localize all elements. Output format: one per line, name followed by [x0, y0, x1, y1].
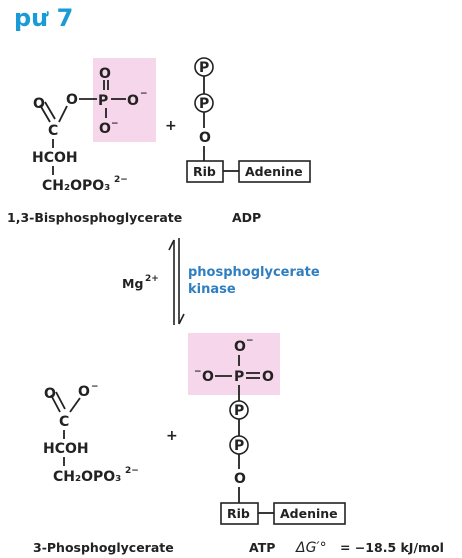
enzyme-name-line2: kinase — [188, 282, 236, 297]
ribose-box-label: Rib — [193, 164, 216, 179]
charge-minus: − — [246, 336, 254, 346]
phosphate-circle-p: P — [199, 60, 209, 76]
atom-o: O — [199, 130, 211, 146]
page-title: pư 7 — [14, 4, 74, 32]
atom-o: O — [234, 339, 246, 355]
charge-minus: − — [194, 367, 202, 377]
plus-sign: + — [166, 428, 178, 444]
reaction-arrows — [168, 238, 185, 325]
enzyme-name-line1: phosphoglycerate — [188, 265, 320, 280]
atom-o: O — [66, 92, 78, 108]
atom-ch2opo3: CH₂OPO₃ — [53, 469, 121, 485]
label-bisphosphoglycerate: 1,3-Bisphosphoglycerate — [7, 210, 182, 225]
adenine-box-label: Adenine — [280, 506, 338, 521]
phosphate-circle-p: P — [234, 403, 244, 419]
label-adp: ADP — [232, 210, 261, 225]
charge-minus: − — [140, 89, 148, 99]
label-atp: ATP — [249, 540, 275, 555]
atom-o: O — [99, 121, 111, 137]
label-phosphoglycerate: 3-Phosphoglycerate — [33, 540, 174, 555]
atom-c: C — [59, 414, 69, 430]
cofactor-charge: 2+ — [145, 274, 159, 284]
atom-hcoh: HCOH — [43, 441, 89, 457]
atp-structure: O − − O P O P P O Rib Adenine ATP — [188, 333, 346, 555]
atom-o: O — [99, 66, 111, 82]
phosphate-highlight-bottom — [188, 333, 280, 395]
atom-o: O — [202, 369, 214, 385]
charge-minus: − — [91, 382, 99, 392]
charge-2minus: 2− — [114, 175, 128, 185]
atom-o: O — [127, 93, 139, 109]
atom-c: C — [48, 123, 58, 139]
phosphate-circle-p: P — [234, 438, 244, 454]
atom-o: O — [262, 369, 274, 385]
atom-p: P — [234, 369, 244, 385]
charge-minus: − — [111, 119, 119, 129]
delta-g-symbol: ΔG′° — [295, 540, 327, 556]
phosphate-highlight-top — [93, 58, 156, 142]
charge-2minus: 2− — [125, 466, 139, 476]
atom-p: P — [98, 93, 108, 109]
adp-structure: P P O Rib Adenine ADP — [186, 57, 311, 225]
atom-ch2opo3: CH₂OPO₃ — [42, 178, 110, 194]
atom-hcoh: HCOH — [32, 150, 78, 166]
adenine-box-label: Adenine — [245, 164, 303, 179]
ribose-box-label: Rib — [227, 506, 250, 521]
phosphoglycerate-structure: O C O − HCOH CH₂OPO₃ 2− 3-Phosphoglycera… — [33, 382, 174, 555]
plus-sign: + — [165, 118, 177, 134]
delta-g-value: = −18.5 kJ/mol — [340, 540, 444, 555]
phosphate-circle-p: P — [199, 96, 209, 112]
atom-o: O — [78, 384, 90, 400]
cofactor-mg: Mg — [122, 276, 143, 291]
atom-o: O — [234, 471, 246, 487]
bisphosphoglycerate-structure: O C O P O O − O − HCOH CH₂OPO₃ 2− 1,3-Bi… — [7, 58, 182, 225]
